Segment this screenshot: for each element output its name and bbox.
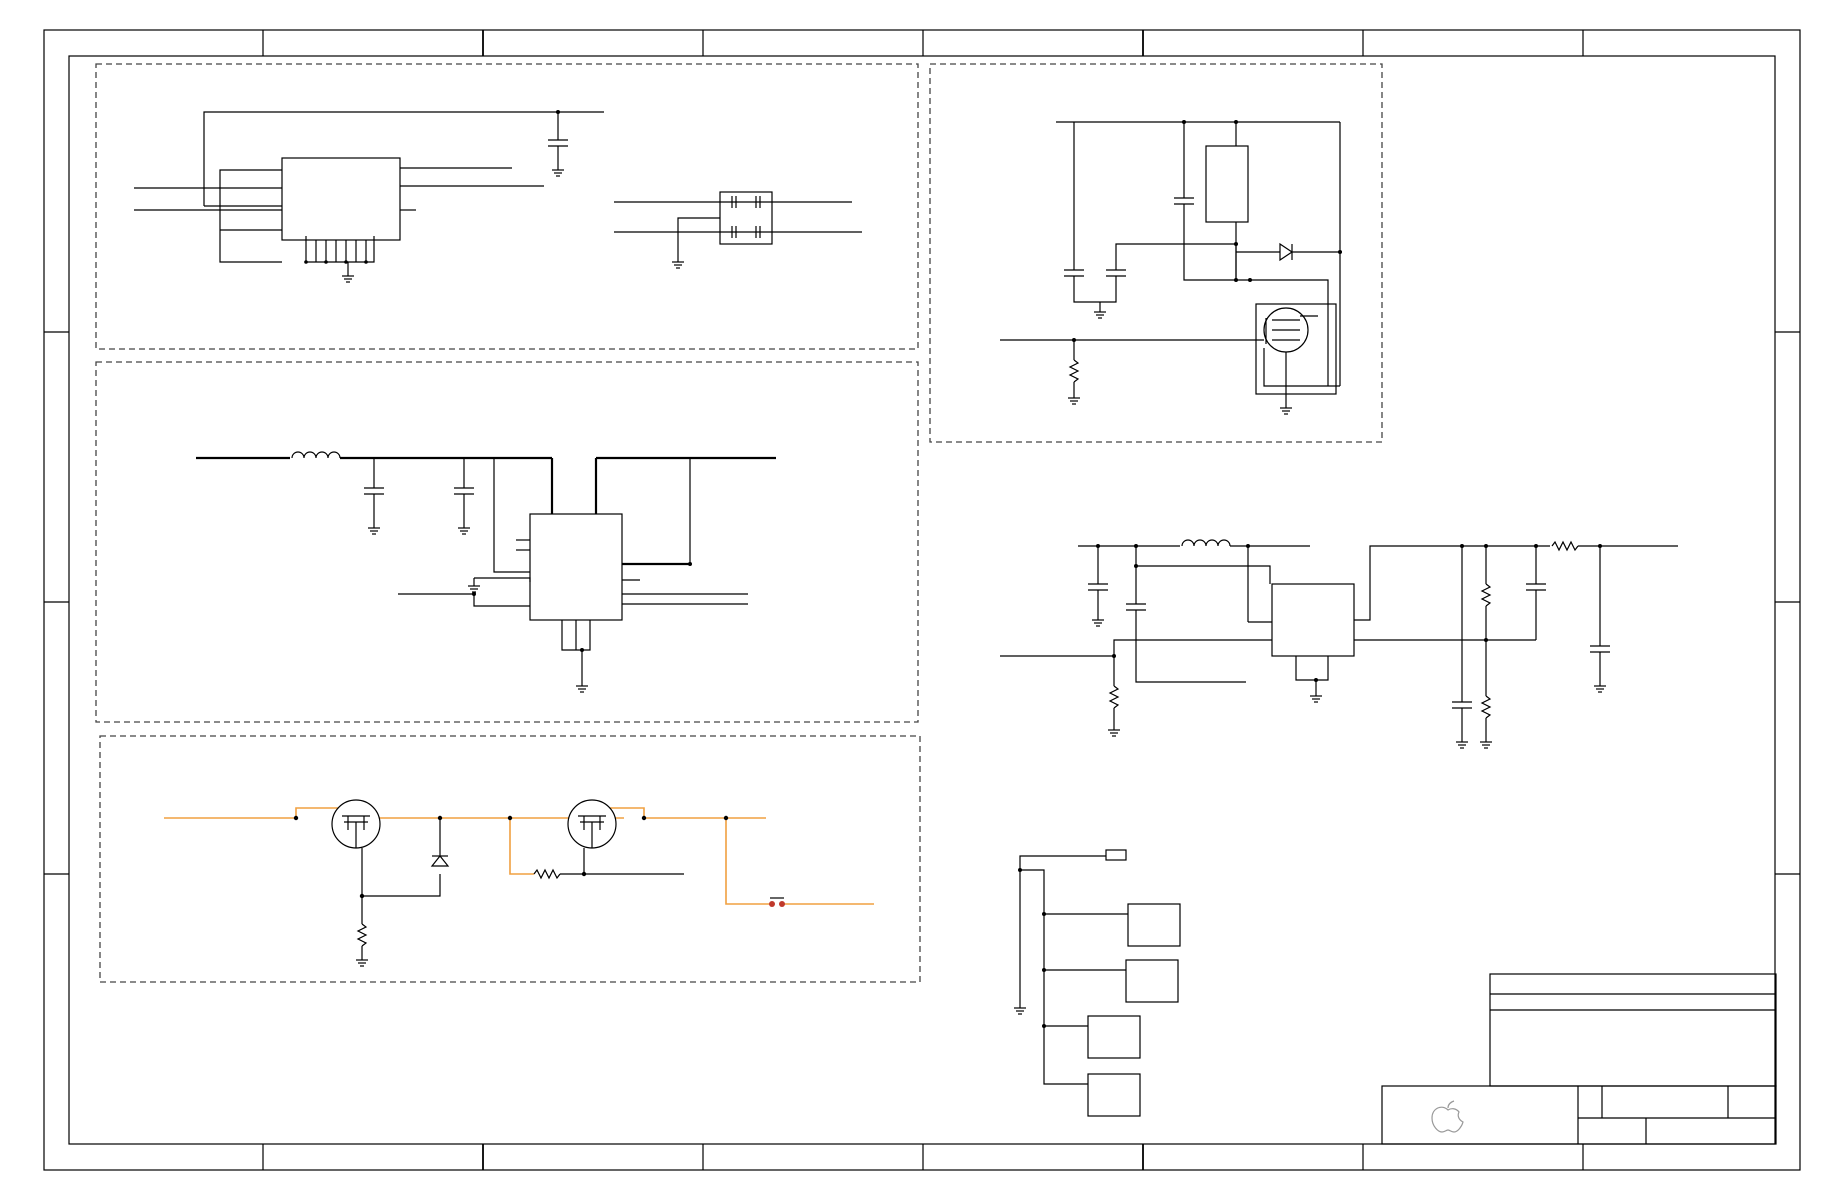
resistor-r6 [1480,695,1492,719]
resistor-r3 [1068,359,1080,383]
block-ic-top-left [95,63,919,350]
connector-pad [1105,849,1127,861]
drawing-frame [43,29,1801,1171]
resistor-r1 [356,923,368,947]
title-block [1381,973,1777,1145]
inductor-l2 [1181,539,1231,547]
module-box-4 [1087,1073,1141,1117]
resistor-r4 [1551,540,1579,552]
apple-logo-icon [1431,1100,1464,1133]
block-mosfet-switch-bottom-left [99,735,921,983]
module-box-2 [1125,959,1179,1003]
module-box-1 [1127,903,1181,947]
module-box-3 [1087,1015,1141,1059]
resistor-r5 [1480,583,1492,607]
ic-u1 [281,157,401,241]
ic-u3 [1271,583,1355,657]
ic-u2 [529,513,623,621]
test-point-tp2 [779,901,785,907]
block-mosfet-top-right [929,63,1383,443]
diode-d1 [1279,242,1294,262]
block-converter-right [1000,539,1678,749]
block-regulator-mid-left [95,361,919,723]
esd-array [719,191,773,245]
test-point-tp1 [769,901,775,907]
resistor-r7 [1108,685,1120,709]
component-box-r [1205,145,1249,223]
resistor-r2 [533,868,561,880]
block-ground-tree [1014,849,1181,1117]
inductor [291,451,341,459]
